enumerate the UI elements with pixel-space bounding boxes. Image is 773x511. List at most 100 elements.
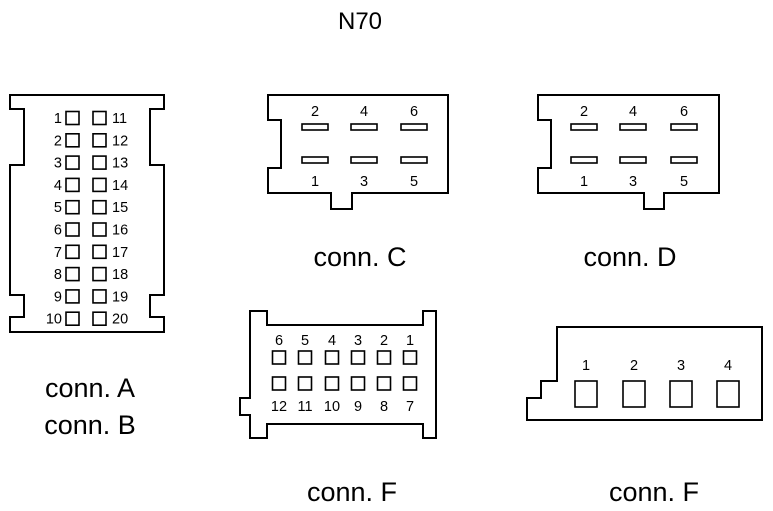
connector-c-caption: conn. C	[313, 242, 406, 272]
connector-b-caption: conn. B	[44, 410, 136, 440]
pin-slot	[301, 123, 329, 131]
pin-slot	[619, 156, 647, 164]
pin-square	[271, 350, 287, 365]
pin-square	[376, 350, 392, 365]
pin-square	[271, 376, 287, 391]
connector-c-outline	[267, 94, 449, 210]
pin-number: 5	[301, 333, 309, 349]
pin-square	[92, 311, 107, 327]
pin-number: 1	[582, 358, 590, 374]
pin-number: 12	[271, 399, 287, 415]
pin-square	[92, 155, 107, 170]
pin-number: 5	[54, 200, 62, 216]
connector-f-4-caption: conn. F	[609, 477, 699, 507]
pin-number: 5	[410, 174, 418, 190]
pin-square	[92, 289, 107, 304]
pin-square	[65, 110, 80, 126]
pin-slot	[400, 156, 428, 164]
pin-slot	[400, 123, 428, 131]
pin-number: 17	[112, 245, 128, 261]
pin-square	[92, 244, 107, 260]
pin-square	[65, 199, 80, 215]
pin-number: 3	[629, 174, 637, 190]
pin-number: 6	[680, 104, 688, 120]
connector-a-b-outline	[9, 94, 165, 333]
pin-square	[65, 222, 80, 237]
connector-a-caption: conn. A	[45, 373, 135, 403]
pin-number: 10	[324, 399, 340, 415]
pin-number: 5	[680, 174, 688, 190]
pin-number: 4	[629, 104, 637, 120]
pin-square	[92, 177, 107, 193]
pin-number: 4	[724, 358, 732, 374]
pin-square	[297, 350, 313, 365]
pin-square	[324, 350, 340, 365]
pin-number: 13	[112, 156, 128, 172]
pin-number: 19	[112, 289, 128, 305]
connector-f-4: 1 2 3 4 conn. F	[526, 326, 763, 507]
diagram-title: N70	[338, 8, 382, 35]
pin-number: 4	[54, 178, 62, 194]
pin-number: 18	[112, 267, 128, 283]
pin-square	[402, 376, 418, 391]
pin-number: 6	[275, 333, 283, 349]
pin-number: 6	[54, 223, 62, 239]
pin-square	[65, 155, 80, 170]
pin-square	[92, 110, 107, 126]
pin-square	[92, 133, 107, 148]
pin-square	[65, 289, 80, 304]
pin-number: 15	[112, 200, 128, 216]
pin-slot	[350, 156, 378, 164]
connector-d-caption: conn. D	[583, 242, 676, 272]
pin-square	[92, 266, 107, 282]
pin-square	[402, 350, 418, 365]
pin-square	[65, 133, 80, 148]
pin-number: 7	[54, 245, 62, 261]
pin-slot	[570, 123, 598, 131]
pin-square	[574, 380, 598, 408]
pin-number: 4	[328, 333, 336, 349]
pin-number: 10	[46, 312, 62, 328]
pin-square	[350, 376, 366, 391]
pin-square	[92, 222, 107, 237]
pin-number: 3	[54, 156, 62, 172]
connector-f-12-caption: conn. F	[307, 477, 397, 507]
pin-square	[65, 311, 80, 327]
pin-square	[622, 380, 646, 408]
pin-slot	[670, 123, 698, 131]
pin-number: 7	[406, 399, 414, 415]
pin-slot	[350, 123, 378, 131]
pin-number: 16	[112, 223, 128, 239]
connector-f-12-outline	[239, 310, 437, 439]
pin-slot	[570, 156, 598, 164]
pin-number: 3	[360, 174, 368, 190]
pin-square	[65, 244, 80, 260]
pin-number: 1	[406, 333, 414, 349]
pin-number: 12	[112, 133, 128, 149]
pin-number: 2	[311, 104, 319, 120]
pin-number: 9	[54, 289, 62, 305]
pin-number: 8	[380, 399, 388, 415]
pin-slot	[670, 156, 698, 164]
pin-square	[669, 380, 693, 408]
pin-square	[350, 350, 366, 365]
pin-number: 2	[630, 358, 638, 374]
pin-square	[376, 376, 392, 391]
pin-number: 14	[112, 178, 128, 194]
pin-square	[65, 177, 80, 193]
pin-number: 20	[112, 312, 128, 328]
pin-square	[297, 376, 313, 391]
pin-number: 6	[410, 104, 418, 120]
pin-number: 4	[360, 104, 368, 120]
pin-number: 2	[580, 104, 588, 120]
pin-number: 8	[54, 267, 62, 283]
pin-square	[324, 376, 340, 391]
pin-square	[716, 380, 740, 408]
pin-slot	[619, 123, 647, 131]
pin-slot	[301, 156, 329, 164]
pin-number: 3	[677, 358, 685, 374]
